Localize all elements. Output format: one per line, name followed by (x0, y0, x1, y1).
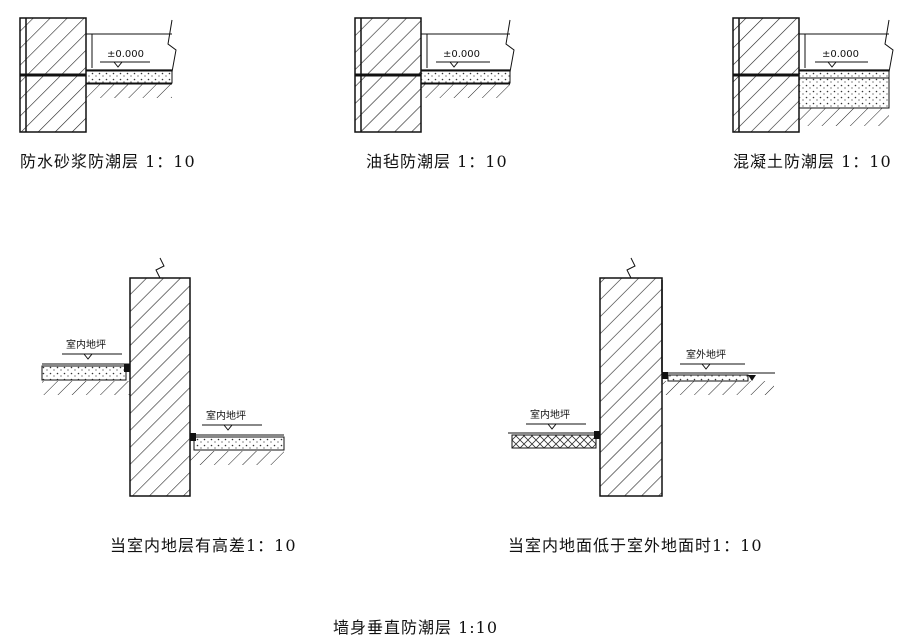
detail-concrete: ±0.000 (732, 17, 894, 133)
outdoor-floor-label: 室外地坪 (686, 348, 726, 361)
detail-waterproof-mortar: ±0.000 (19, 17, 177, 133)
caption-concrete: 混凝土防潮层 1：10 (733, 152, 892, 171)
caption-floor-level-difference: 当室内地层有高差1：10 (110, 536, 297, 555)
indoor-floor-label: 室内地坪 (530, 408, 570, 421)
caption-waterproof-mortar: 防水砂浆防潮层 1：10 (20, 152, 196, 171)
indoor-floor-label: 室内地坪 (206, 409, 246, 422)
level-label: ±0.000 (822, 49, 859, 60)
detail-felt: ±0.000 (354, 17, 515, 133)
level-label: ±0.000 (107, 49, 144, 60)
main-caption: 墙身垂直防潮层 1:10 (333, 618, 499, 637)
level-label: ±0.000 (443, 49, 480, 60)
caption-indoor-below-outdoor: 当室内地面低于室外地面时1：10 (508, 536, 763, 555)
detail-floor-level-difference: 室内地坪 室内地坪 (41, 257, 285, 497)
detail-indoor-below-outdoor: 室外地坪 室内地坪 (508, 257, 775, 497)
indoor-floor-label: 室内地坪 (66, 338, 106, 351)
caption-felt: 油毡防潮层 1：10 (366, 152, 508, 171)
